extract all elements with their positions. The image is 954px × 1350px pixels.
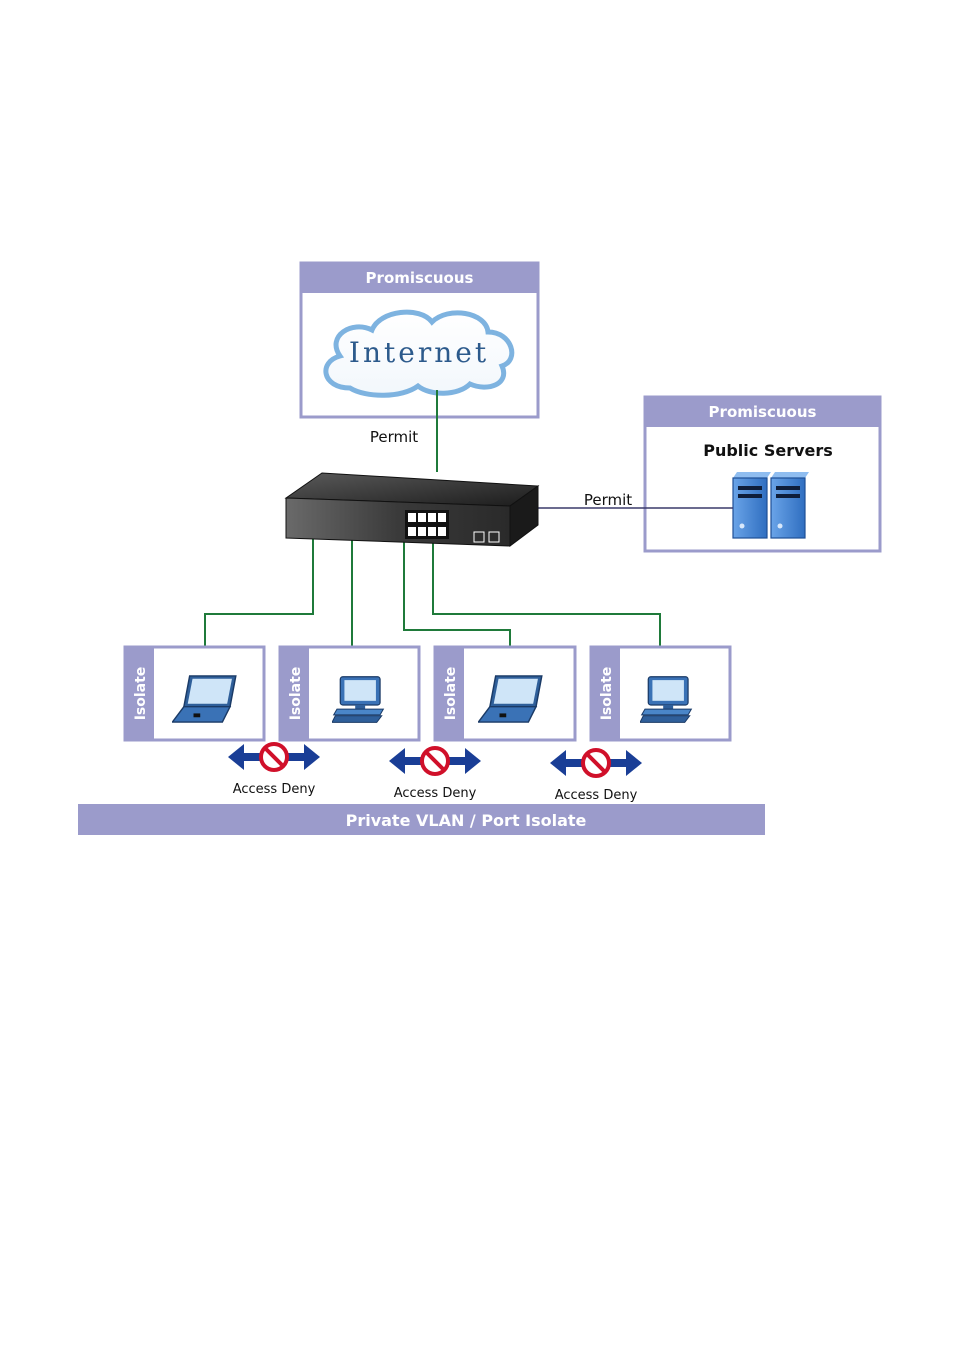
servers-promiscuous-box: Promiscuous Public Servers: [645, 397, 880, 551]
isolate-label-2: Isolate: [288, 667, 304, 721]
public-servers-icon: [733, 472, 809, 538]
public-servers-title: Public Servers: [703, 441, 833, 460]
access-deny-label-1: Access Deny: [233, 782, 316, 797]
footer-banner-label: Private VLAN / Port Isolate: [346, 811, 587, 830]
isolate-label-3: Isolate: [443, 667, 459, 721]
internet-promiscuous-box: Promiscuous Internet: [301, 263, 538, 417]
isolate-port-4: Isolate: [591, 647, 730, 740]
access-deny-label-3: Access Deny: [555, 788, 638, 803]
isolate-label-4: Isolate: [599, 667, 615, 721]
isolate-port-3: Isolate: [435, 647, 575, 740]
internet-permit-label: Permit: [370, 428, 418, 446]
network-switch-icon: [286, 473, 538, 546]
isolate-port-1: Isolate: [125, 647, 264, 740]
access-deny-arrow-2: [389, 748, 481, 774]
desktop-icon: [332, 677, 383, 723]
access-deny-arrow-3: [550, 750, 642, 776]
internet-cloud-label: Internet: [349, 336, 489, 369]
servers-permit-label: Permit: [584, 491, 632, 509]
servers-box-header: Promiscuous: [709, 403, 817, 421]
desktop-icon: [640, 677, 691, 723]
internet-box-header: Promiscuous: [366, 269, 474, 287]
isolate-label-1: Isolate: [133, 667, 149, 721]
isolate-port-2: Isolate: [280, 647, 419, 740]
access-deny-label-2: Access Deny: [394, 786, 477, 801]
access-deny-arrow-1: [228, 744, 320, 770]
